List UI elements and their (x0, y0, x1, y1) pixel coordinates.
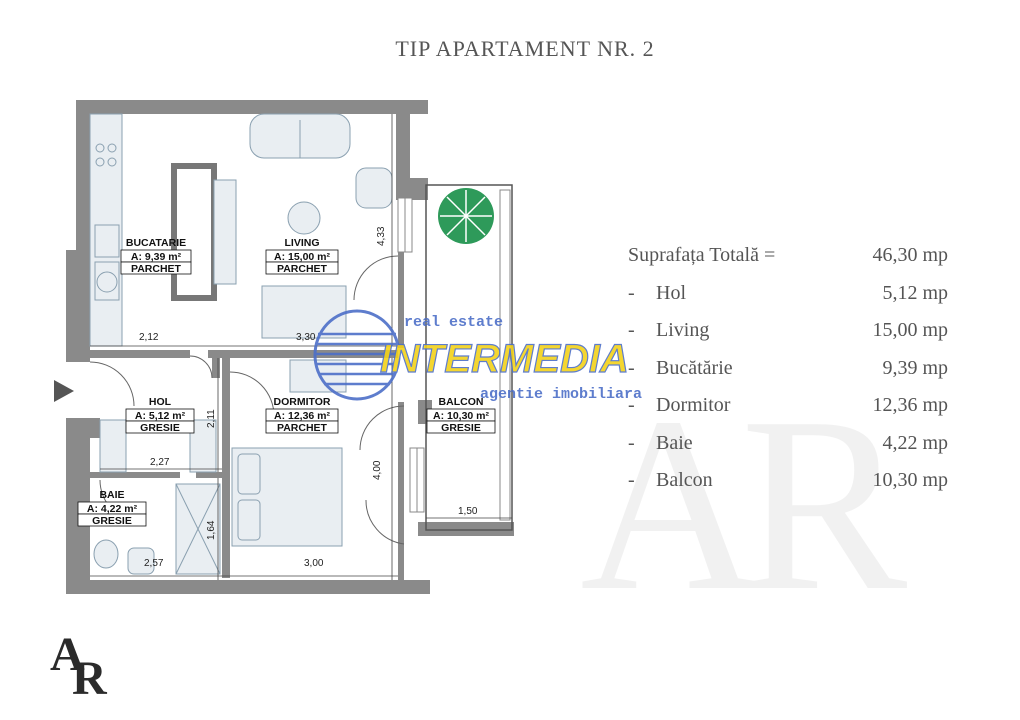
dim-dormitor-height: 4,00 (372, 460, 383, 480)
room-area: A: 4,22 m² (87, 503, 138, 515)
area-row: Dormitor 12,36 mp (628, 394, 948, 432)
room-name: BALCON (439, 396, 484, 408)
walls (66, 100, 514, 594)
plant-icon (438, 188, 494, 244)
area-value: 12,36 mp (872, 394, 948, 416)
room-bucatarie: BUCATARIE A: 9,39 m² PARCHET (120, 237, 192, 275)
room-baie: BAIE A: 4,22 m² GRESIE (77, 489, 147, 527)
logo-letter-a: A (50, 628, 85, 681)
balcon-outline (425, 184, 513, 531)
watermark-brand: INTERMEDIA (380, 337, 629, 381)
living-furniture (171, 113, 393, 339)
room-balcon: BALCON A: 10,30 m² GRESIE (426, 396, 496, 434)
area-label: Living (628, 319, 709, 357)
area-total-row: Suprafața Totală = 46,30 mp (628, 244, 948, 282)
area-row: Bucătărie 9,39 mp (628, 357, 948, 395)
windows (397, 189, 511, 521)
dim-baie-height: 1,64 (206, 520, 217, 540)
room-floor: GRESIE (441, 422, 481, 434)
watermark-line2: agentie imobiliara (480, 386, 642, 403)
dim-balcon-width: 1,50 (458, 506, 478, 517)
dim-baie-width: 2,57 (144, 558, 164, 569)
room-living: LIVING A: 15,00 m² PARCHET (265, 237, 339, 275)
room-area: A: 15,00 m² (274, 251, 331, 263)
area-summary: Suprafața Totală = 46,30 mp Hol 5,12 mp … (628, 244, 948, 507)
dim-living-height: 4,33 (376, 226, 387, 246)
dim-bucatarie-width: 2,12 (139, 332, 159, 343)
room-area: A: 12,36 m² (274, 410, 331, 422)
area-value: 5,12 mp (882, 281, 948, 304)
area-label: Hol (628, 282, 686, 320)
room-floor: PARCHET (277, 263, 328, 275)
room-name: DORMITOR (274, 396, 331, 408)
room-floor: GRESIE (92, 515, 132, 527)
area-row: Baie 4,22 mp (628, 432, 948, 470)
area-row: Hol 5,12 mp (628, 282, 948, 320)
door-swings (89, 255, 405, 545)
dimension-labels: 2,12 3,30 4,33 2,27 2,11 4,00 1,64 2,57 … (139, 226, 478, 569)
area-total-label: Suprafața Totală = (628, 244, 776, 266)
room-name: HOL (149, 396, 172, 408)
room-name: LIVING (284, 237, 319, 249)
dim-living-width: 3,30 (296, 332, 316, 343)
area-total-value: 46,30 mp (872, 244, 948, 266)
room-floor: PARCHET (277, 422, 328, 434)
area-value: 9,39 mp (882, 356, 948, 379)
area-row: Balcon 10,30 mp (628, 469, 948, 507)
ar-logo-icon: A R (50, 628, 108, 705)
logo-letter-r: R (72, 652, 108, 705)
room-area: A: 9,39 m² (131, 251, 182, 263)
area-label: Bucătărie (628, 357, 733, 395)
area-label: Balcon (628, 469, 713, 507)
room-floor: GRESIE (140, 422, 180, 434)
room-area: A: 10,30 m² (433, 410, 490, 422)
intermedia-watermark: real estate INTERMEDIA agentie imobiliar… (313, 309, 642, 403)
kitchen-counter (89, 113, 123, 347)
dim-dormitor-width: 3,00 (304, 558, 324, 569)
watermark-line1: real estate (404, 314, 503, 331)
dim-hol-height: 2,11 (206, 409, 217, 428)
area-value: 15,00 mp (872, 319, 948, 341)
room-hol: HOL A: 5,12 m² GRESIE (125, 396, 195, 434)
room-area: A: 5,12 m² (135, 410, 186, 422)
area-value: 10,30 mp (872, 469, 948, 491)
page-title: TIP APARTAMENT NR. 2 (395, 36, 655, 61)
room-name: BAIE (99, 489, 124, 501)
area-value: 4,22 mp (882, 431, 948, 454)
area-label: Dormitor (628, 394, 730, 432)
room-floor: PARCHET (131, 263, 182, 275)
dim-hol-width: 2,27 (150, 457, 170, 468)
room-dormitor: DORMITOR A: 12,36 m² PARCHET (265, 396, 339, 434)
area-label: Baie (628, 432, 693, 470)
dimension-lines (90, 114, 512, 580)
area-row: Living 15,00 mp (628, 319, 948, 357)
bedroom-furniture (231, 359, 347, 547)
entrance-arrow-icon (54, 380, 74, 402)
room-name: BUCATARIE (126, 237, 186, 249)
